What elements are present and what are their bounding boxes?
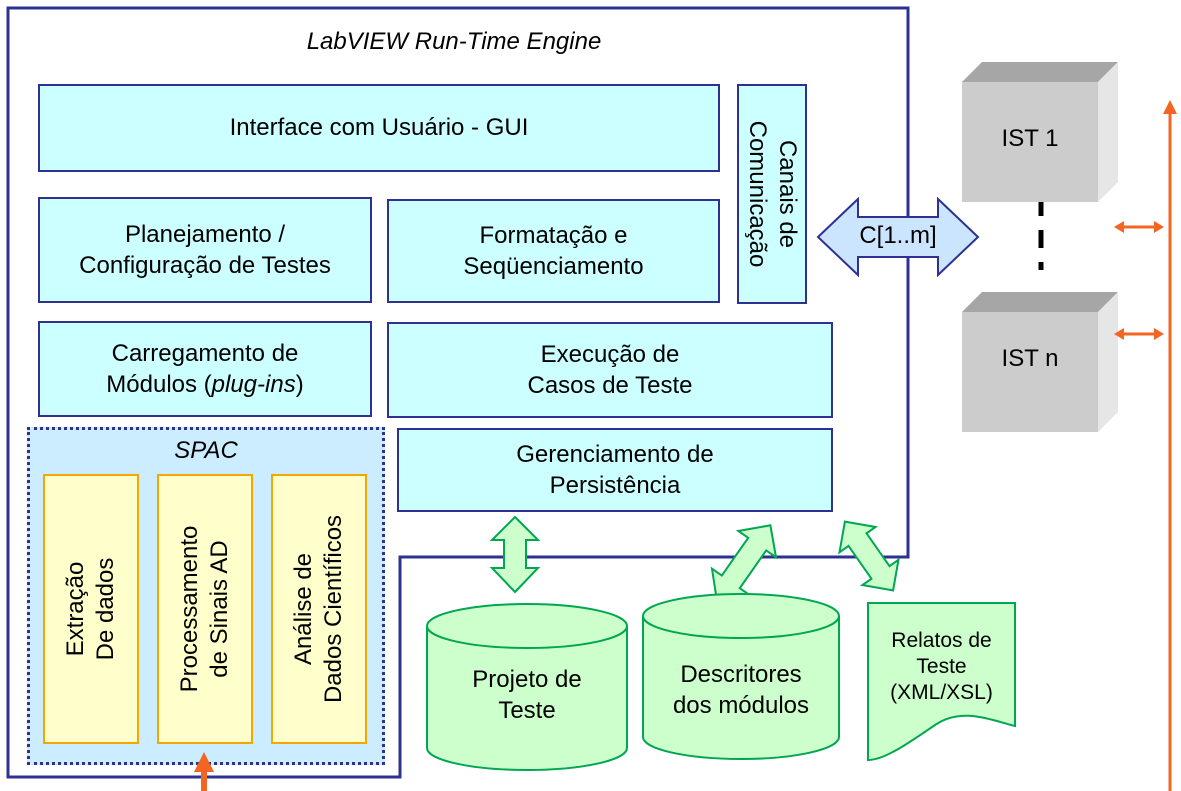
instrument-1-cube bbox=[962, 62, 1118, 202]
gui-module-label: Interface com Usuário - GUI bbox=[229, 114, 529, 142]
loading-line-2-prefix: Módulos ( bbox=[106, 371, 212, 398]
spac-title: SPAC bbox=[174, 437, 238, 464]
planning-line-1: Planejamento / bbox=[124, 220, 286, 248]
descriptors-cylinder bbox=[642, 593, 840, 760]
execution-module: Execução de Casos de Teste bbox=[387, 322, 833, 418]
spac-column-processing bbox=[157, 474, 253, 744]
formatting-line-1: Formatação e bbox=[479, 221, 628, 249]
project-line-2: Teste bbox=[498, 697, 556, 724]
channel-arrow-label: C[1..m] bbox=[859, 222, 937, 249]
instrument-n-cube bbox=[962, 292, 1118, 432]
persistence-line-1: Gerenciamento de bbox=[516, 440, 714, 468]
reports-line-1: Relatos de bbox=[891, 628, 992, 652]
persistence-module: Gerenciamento de Persistência bbox=[397, 428, 833, 512]
bus-double-arrow-1 bbox=[1114, 221, 1164, 233]
loading-line-2-italic: plug-ins bbox=[211, 371, 296, 398]
descriptors-cylinder-label: Descritores dos módulos bbox=[643, 650, 839, 730]
reports-document bbox=[867, 602, 1016, 762]
planning-line-2: Configuração de Testes bbox=[79, 252, 331, 279]
engine-title: LabVIEW Run-Time Engine bbox=[306, 28, 602, 55]
formatting-module: Formatação e Seqüenciamento bbox=[387, 199, 720, 303]
descriptors-line-2: dos módulos bbox=[672, 692, 810, 719]
spac-input-arrow bbox=[194, 752, 214, 791]
execution-line-1: Execução de bbox=[540, 340, 680, 368]
instrument-1-label: IST 1 bbox=[1001, 125, 1059, 152]
channel-double-arrow bbox=[816, 196, 980, 278]
reports-document-label: Relatos de Teste (XML/XSL) bbox=[868, 615, 1015, 719]
project-cylinder bbox=[426, 603, 628, 771]
storage-arrow-project bbox=[489, 515, 541, 594]
spac-column-analysis bbox=[271, 474, 367, 744]
loading-line-2: Módulos (plug-ins) bbox=[106, 369, 303, 400]
project-line-1: Projeto de bbox=[472, 665, 582, 693]
execution-line-2: Casos de Teste bbox=[527, 372, 693, 399]
loading-line-1: Carregamento de bbox=[111, 339, 299, 367]
channels-module bbox=[737, 84, 807, 304]
loading-line-2-suffix: ) bbox=[295, 371, 304, 398]
descriptors-line-1: Descritores bbox=[680, 660, 802, 688]
spac-column-extraction bbox=[43, 474, 139, 744]
reports-line-3: (XML/XSL) bbox=[890, 681, 993, 705]
storage-arrow-reports bbox=[838, 520, 900, 592]
formatting-line-2: Seqüenciamento bbox=[463, 253, 644, 280]
bus-double-arrow-2 bbox=[1114, 328, 1164, 340]
project-cylinder-label: Projeto de Teste bbox=[427, 655, 627, 735]
bus-arrowhead bbox=[1163, 100, 1177, 114]
loading-module: Carregamento de Módulos (plug-ins) bbox=[38, 321, 372, 417]
reports-line-2: Teste bbox=[916, 654, 967, 678]
instrument-n-label: IST n bbox=[1001, 345, 1059, 372]
gui-module: Interface com Usuário - GUI bbox=[38, 84, 720, 172]
persistence-line-2: Persistência bbox=[549, 472, 681, 499]
planning-module: Planejamento / Configuração de Testes bbox=[38, 197, 372, 303]
